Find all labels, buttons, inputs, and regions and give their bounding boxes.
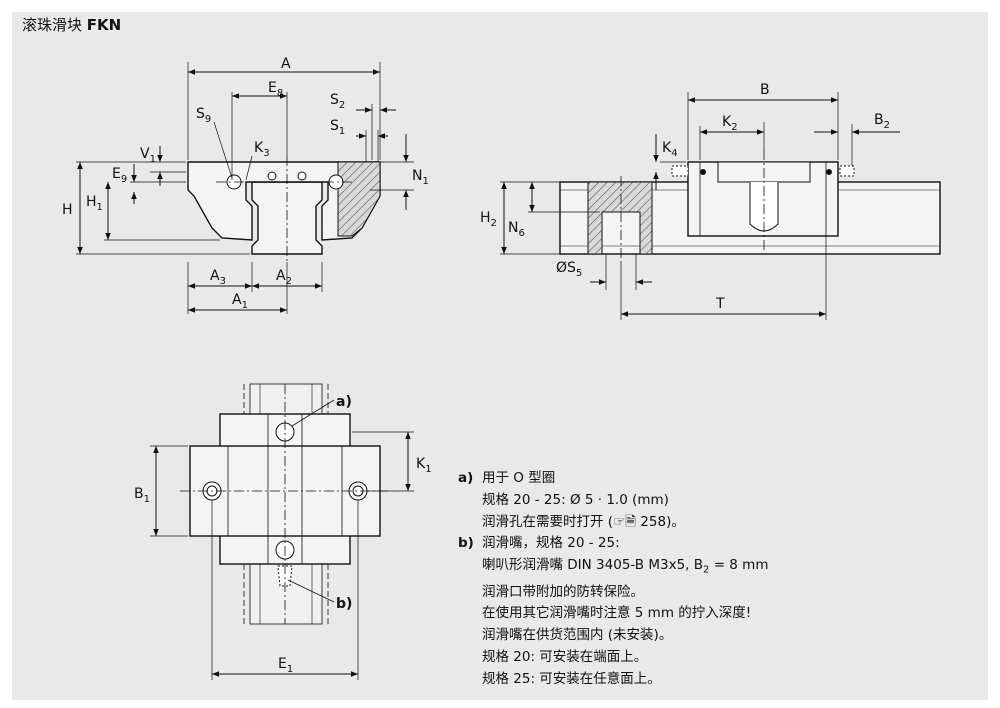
dim-S2: S2 (330, 92, 345, 111)
title-cn: 滚珠滑块 (22, 16, 83, 34)
dim-K2: K2 (722, 114, 738, 133)
dim-T: T (715, 296, 725, 312)
dim-E8: E8 (268, 80, 283, 99)
dim-A2: A2 (276, 268, 292, 287)
note-a-line3: 润滑孔在需要时打开 (☞🗎 258)。 (482, 513, 685, 530)
dim-H: H (62, 202, 73, 218)
note-a-key: a) (458, 470, 474, 486)
note-b-row: b) 润滑嘴，规格 20 - 25: (458, 533, 768, 555)
front-view-labels: A E8 S9 S2 S1 V1 K3 E9 N1 H H1 A3 A2 A1 (62, 56, 429, 311)
side-view-labels: B K2 B2 K4 H2 N6 ØS5 T (480, 82, 890, 312)
front-view (76, 62, 414, 314)
note-b-line2: 喇叭形润滑嘴 DIN 3405-B M3x5, B2 = 8 mm (482, 557, 769, 576)
note-b-line3: 润滑口带附加的防转保险。 (482, 583, 644, 600)
dim-V1: V1 (140, 146, 156, 165)
drawing-panel (12, 12, 988, 700)
dim-K3: K3 (254, 140, 270, 159)
dim-K1: K1 (416, 456, 432, 475)
callout-b: b) (336, 596, 352, 612)
page-title: 滚珠滑块 FKN (22, 14, 121, 35)
note-a-row: a) 用于 O 型圈 (458, 468, 768, 490)
note-b-key: b) (458, 535, 474, 552)
note-b-line5: 润滑嘴在供货范围内 (未安装)。 (482, 627, 673, 644)
side-view (500, 92, 941, 320)
dim-B1: B1 (134, 486, 150, 505)
dim-A: A (281, 56, 291, 72)
dim-H2: H2 (480, 210, 497, 229)
notes-block: a) 用于 O 型圈 规格 20 - 25: Ø 5 · 1.0 (mm) 润滑… (458, 468, 768, 691)
note-b-line4: 在使用其它润滑嘴时注意 5 mm 的拧入深度! (482, 605, 752, 622)
dim-S1: S1 (330, 118, 345, 137)
title-code: FKN (86, 16, 122, 34)
dim-E9: E9 (112, 166, 127, 185)
dim-H1: H1 (86, 194, 103, 213)
dim-S5: ØS5 (556, 260, 582, 279)
note-a-line1: 用于 O 型圈 (482, 470, 556, 486)
note-b-line7: 规格 25: 可安装在任意面上。 (482, 670, 661, 687)
dim-B2: B2 (874, 112, 890, 131)
dim-N1: N1 (412, 168, 429, 187)
dim-B: B (760, 82, 770, 98)
note-b-line1: 润滑嘴，规格 20 - 25: (482, 535, 620, 552)
dim-A3: A3 (210, 268, 226, 287)
dim-S9: S9 (196, 106, 211, 125)
note-b-line6: 规格 20: 可安装在端面上。 (482, 649, 648, 666)
note-a-line2: 规格 20 - 25: Ø 5 · 1.0 (mm) (482, 491, 669, 508)
top-view-labels: a) b) B1 K1 E1 (134, 394, 432, 675)
dim-E1: E1 (278, 656, 293, 675)
dim-N6: N6 (508, 220, 525, 239)
dim-K4: K4 (662, 140, 678, 159)
callout-a: a) (336, 394, 352, 410)
dim-A1: A1 (232, 292, 248, 311)
top-view (150, 383, 414, 680)
